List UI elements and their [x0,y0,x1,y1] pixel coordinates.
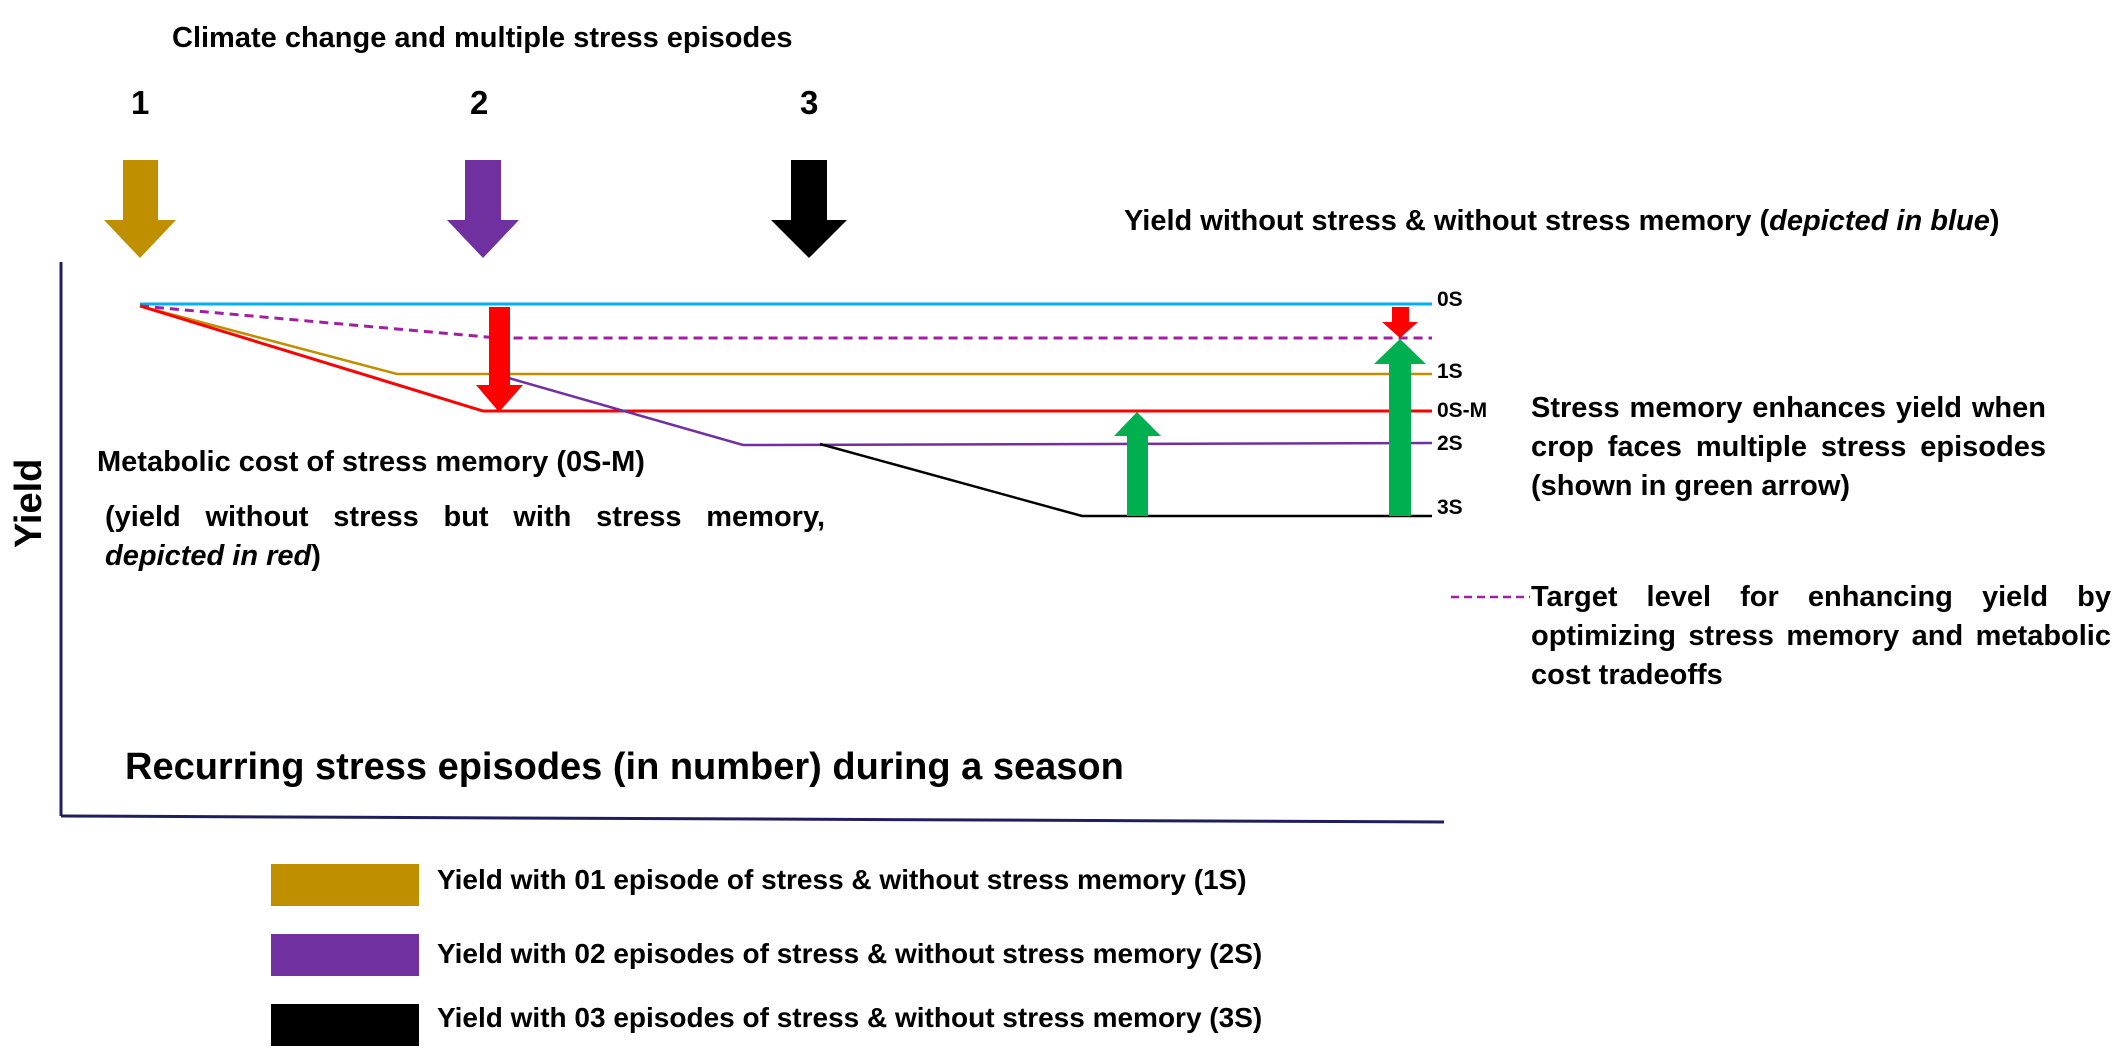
stress-memory-line3: (shown in green arrow) [1531,470,1851,502]
metabolic-cost-arrow-right [1382,307,1418,338]
level-label-3s: 3S [1437,496,1463,519]
episode-2-label: 2 [470,84,489,121]
stress-memory-line1: Stress memory enhances yield when [1531,392,2046,424]
legend-swatch-3s [271,1004,419,1046]
line-0s-m [139,304,1432,413]
y-axis-label: Yield [8,458,50,548]
yield-no-stress-prefix: Yield without stress & without stress me… [1124,205,1770,237]
line-3s [819,442,1432,518]
stress-memory-line2: crop faces multiple stress episodes [1531,431,2046,463]
x-axis [60,814,1445,824]
enhancement-arrow-right [1374,339,1426,516]
legend-label-3s: Yield with 03 episodes of stress & witho… [437,1002,1263,1033]
episode-3-label: 3 [800,84,819,121]
level-label-1s: 1S [1437,360,1463,383]
target-line3: cost tradeoffs [1531,659,1723,691]
target-level-note: Target level for enhancing yield by opti… [1531,578,2111,695]
episode-1-label: 1 [131,84,150,121]
yield-no-stress-note: Yield without stress & without stress me… [1124,207,2000,236]
line-2s [504,375,1433,447]
legend-label-2s: Yield with 02 episodes of stress & witho… [437,938,1263,969]
yield-no-stress-italic: depicted in blue [1769,205,1990,237]
yield-no-stress-suffix: ) [1989,205,2000,237]
line-target-level [139,304,1432,340]
level-label-0s-m: 0S-M [1437,399,1488,422]
episode-2-arrow [447,160,519,258]
legend-label-1s: Yield with 01 episode of stress & withou… [437,864,1247,895]
x-axis-label: Recurring stress episodes (in number) du… [125,746,1124,788]
episode-1-arrow [104,160,176,258]
enhancement-arrow-left [1114,412,1161,516]
stress-memory-note: Stress memory enhances yield when crop f… [1531,389,2046,506]
metabolic-cost-line2-italic: depicted in red [105,540,312,572]
diagram-title: Climate change and multiple stress episo… [172,22,793,54]
metabolic-cost-description: (yield without stress but with stress me… [105,498,825,576]
metabolic-cost-line1: (yield without stress but with stress me… [105,501,825,533]
line-1s [139,304,1432,376]
legend-swatch-2s [271,934,419,976]
target-line2: optimizing stress memory and metabolic [1531,620,2111,652]
metabolic-cost-heading: Metabolic cost of stress memory (0S-M) [97,446,645,478]
metabolic-cost-line2-suffix: ) [311,540,321,572]
metabolic-cost-line2: depicted in red) [105,537,825,576]
episode-3-arrow [771,160,847,258]
level-label-0s: 0S [1437,288,1463,311]
target-line1: Target level for enhancing yield by [1531,581,2111,613]
level-label-2s: 2S [1437,432,1463,455]
metabolic-cost-arrow-left [476,307,523,412]
legend-swatch-1s [271,864,419,906]
